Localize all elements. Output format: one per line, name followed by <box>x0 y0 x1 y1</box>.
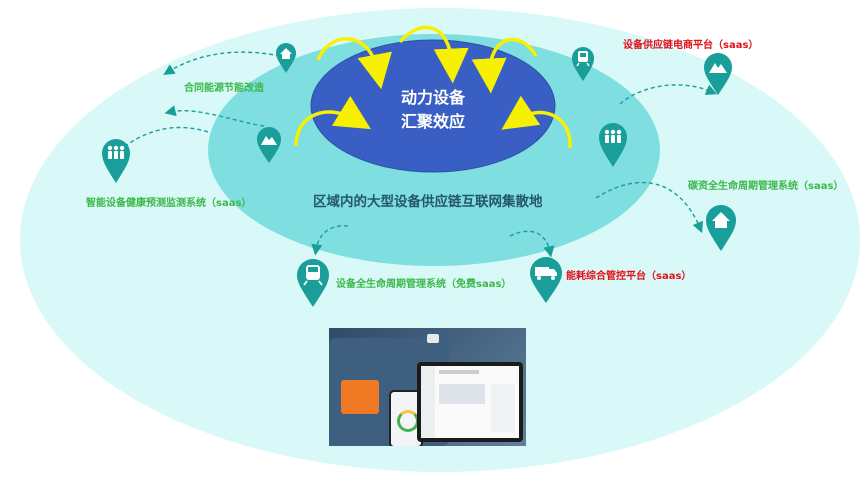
laptop-image <box>417 362 523 442</box>
yellow-arrow <box>294 95 371 147</box>
label-supply-chain-ecommerce: 设备供应链电商平台（saas） <box>623 40 759 51</box>
gauge-ring <box>397 410 419 432</box>
pin-train-bottom-center <box>297 259 329 307</box>
train-icon <box>303 265 323 286</box>
people-icon <box>604 129 622 143</box>
connector <box>164 105 265 127</box>
label-energy-control: 能耗综合管控平台（saas） <box>566 271 692 282</box>
pin-house-top-left <box>276 43 296 73</box>
label-carbon-lifecycle: 碳资全生命周期管理系统（saas） <box>688 181 844 192</box>
screen-header-bar <box>439 370 479 374</box>
connector <box>311 225 349 256</box>
yellow-arrow <box>501 95 572 149</box>
screen-side-panel <box>491 384 515 432</box>
center-title: 动力设备 汇聚效应 <box>373 86 493 134</box>
device-tag <box>427 334 439 343</box>
hub-caption: 区域内的大型设备供应链互联网集散地 <box>313 194 543 210</box>
connector <box>619 84 718 105</box>
connector <box>163 51 281 75</box>
house-icon <box>712 212 730 228</box>
yellow-arrow <box>471 37 538 94</box>
mountain-icon <box>709 63 727 73</box>
screen-diagram <box>439 384 485 404</box>
house-icon <box>280 48 292 59</box>
label-health-monitoring: 智能设备健康预测监测系统（saas） <box>86 198 252 209</box>
pin-mountain-left-inner <box>257 127 281 163</box>
label-equipment-lifecycle: 设备全生命周期管理系统（免费saas） <box>336 279 512 290</box>
pin-train-top-right <box>572 47 594 81</box>
screen-sidebar <box>421 366 435 438</box>
yellow-arrows <box>294 25 572 149</box>
truck-icon <box>535 267 557 280</box>
pin-mountain-far-right <box>704 53 732 95</box>
connector <box>595 181 704 234</box>
label-contract-energy: 合同能源节能改造 <box>184 83 264 94</box>
product-image <box>329 328 526 446</box>
pin-people-far-left <box>102 139 130 183</box>
pin-truck-bottom-right <box>530 257 562 303</box>
people-icon <box>107 145 125 159</box>
pin-people-right-inner <box>599 123 627 167</box>
train-icon <box>576 51 590 67</box>
center-title-line2: 汇聚效应 <box>400 112 465 131</box>
orange-device <box>341 380 379 414</box>
pin-house-right-lower <box>706 205 736 251</box>
yellow-arrow <box>398 25 469 84</box>
laptop-screen <box>421 366 519 438</box>
yellow-arrow <box>316 37 392 90</box>
center-title-line1: 动力设备 <box>400 88 465 107</box>
mountain-icon <box>261 136 277 145</box>
